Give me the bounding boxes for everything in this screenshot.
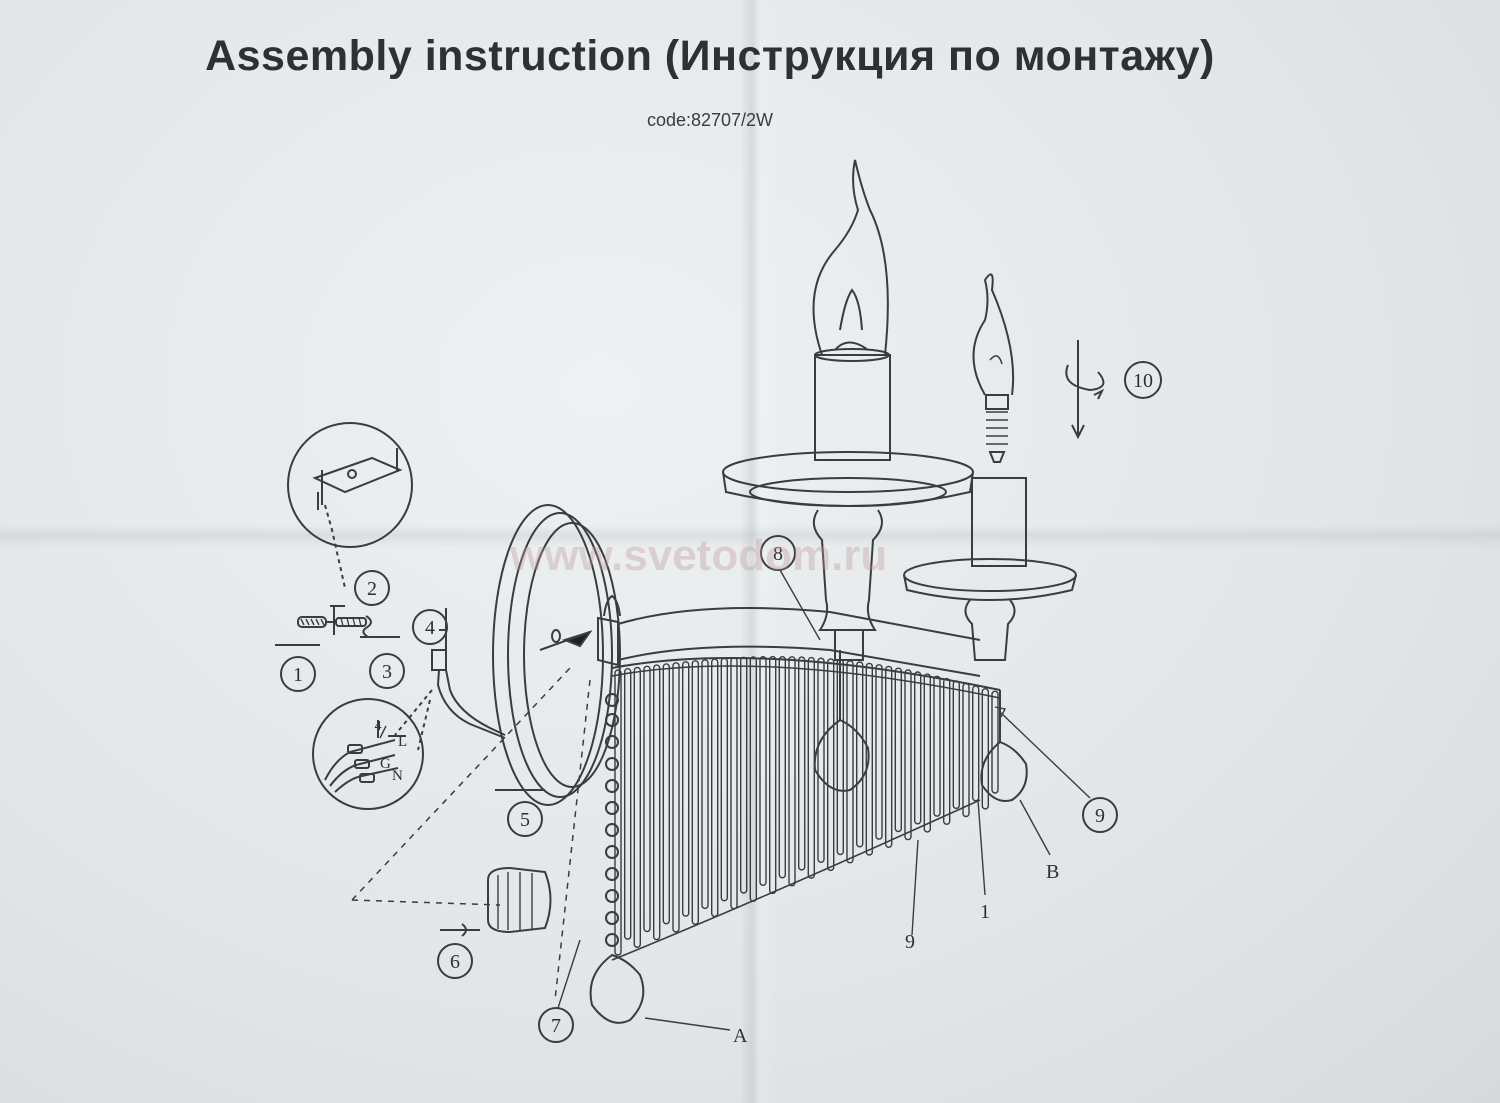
crystal-rod: [962, 682, 970, 818]
crystal-rod: [769, 655, 777, 895]
part-label-b: B: [1046, 861, 1059, 883]
wire-label-g: G: [380, 756, 391, 772]
wiring-detail: [312, 608, 506, 810]
crystal-rod: [807, 656, 815, 879]
crystal-rod: [730, 657, 738, 910]
callout-5: 5: [520, 809, 530, 831]
crystal-rod: [904, 669, 912, 841]
crystal-rod: [740, 656, 748, 894]
bead-chain: [605, 693, 619, 947]
wall-plate: [492, 504, 621, 806]
crystal-rod: [952, 680, 960, 810]
crystal-rod: [778, 656, 786, 879]
candle-holder-right: [903, 273, 1077, 661]
crystal-rod: [720, 657, 728, 902]
crystal-rod: [759, 656, 767, 887]
wire-label-n: N: [392, 768, 403, 784]
crystal-rod: [846, 660, 854, 864]
crystal-rod: [991, 690, 999, 794]
crystal-rod: [933, 675, 941, 817]
part-label-a: A: [733, 1025, 748, 1047]
crystal-rod: [885, 665, 893, 849]
wall-anchors: [275, 605, 400, 646]
wire-label-l: L: [398, 734, 407, 750]
callout-8: 8: [773, 543, 783, 565]
mounting-bracket-detail: [287, 422, 413, 589]
crystal-rod: [856, 661, 864, 848]
crystal-rod: [682, 661, 690, 917]
leader-lines: [379, 569, 1091, 1031]
callout-10: 10: [1133, 370, 1153, 392]
crystal-rod: [972, 685, 980, 802]
end-cap: [440, 866, 552, 937]
crystal-rod: [923, 673, 931, 833]
crystal-rod: [662, 663, 670, 925]
callout-7: 7: [551, 1015, 561, 1037]
part-label-9: 9: [905, 931, 915, 953]
crystal-curtain: [611, 655, 1001, 961]
callout-9: 9: [1095, 805, 1105, 827]
callout-labels: 1 2 3 4 4 5 6 7 8 9 10: [293, 370, 1153, 1037]
crystal-rod: [633, 666, 641, 948]
candle-holder-left: [722, 159, 974, 661]
crystal-rod: [672, 662, 680, 933]
crystal-rod: [788, 656, 796, 887]
crystal-rod: [691, 660, 699, 925]
crystal-rod: [817, 657, 825, 863]
guide-lines: [351, 667, 591, 1001]
crystal-rod: [827, 658, 835, 872]
document-title: Assembly instruction (Инструкция по монт…: [205, 32, 1215, 80]
callout-4-detail: 4: [375, 719, 382, 734]
crystal-rod: [701, 659, 709, 910]
crystal-rod: [624, 668, 632, 940]
watermark: www.svetodom.ru: [509, 531, 887, 580]
callout-3: 3: [382, 661, 392, 683]
crystal-rod: [981, 688, 989, 810]
crystal-rod: [943, 677, 951, 825]
part-labels: A B 1 9 L G N: [380, 734, 1059, 1047]
product-code: code:82707/2W: [646, 110, 774, 130]
crystal-rod: [865, 662, 873, 856]
callout-4: 4: [425, 617, 435, 639]
callout-circles: [280, 361, 1162, 1043]
callout-1: 1: [293, 664, 303, 686]
lamp-arm: [539, 594, 981, 677]
crystal-rod: [643, 665, 651, 933]
callout-6: 6: [450, 951, 460, 973]
crystal-rod: [894, 667, 902, 833]
crystal-rod: [653, 664, 661, 941]
crystal-rod: [711, 658, 719, 918]
crystal-rod: [798, 656, 806, 871]
crystal-rod: [749, 656, 757, 902]
crystal-pendants: [589, 650, 1028, 1024]
bulb-install-arrow: [1065, 340, 1105, 440]
crystal-rod: [875, 664, 883, 840]
crystal-rod: [914, 671, 922, 825]
callout-2: 2: [367, 578, 377, 600]
part-label-1: 1: [980, 901, 990, 923]
